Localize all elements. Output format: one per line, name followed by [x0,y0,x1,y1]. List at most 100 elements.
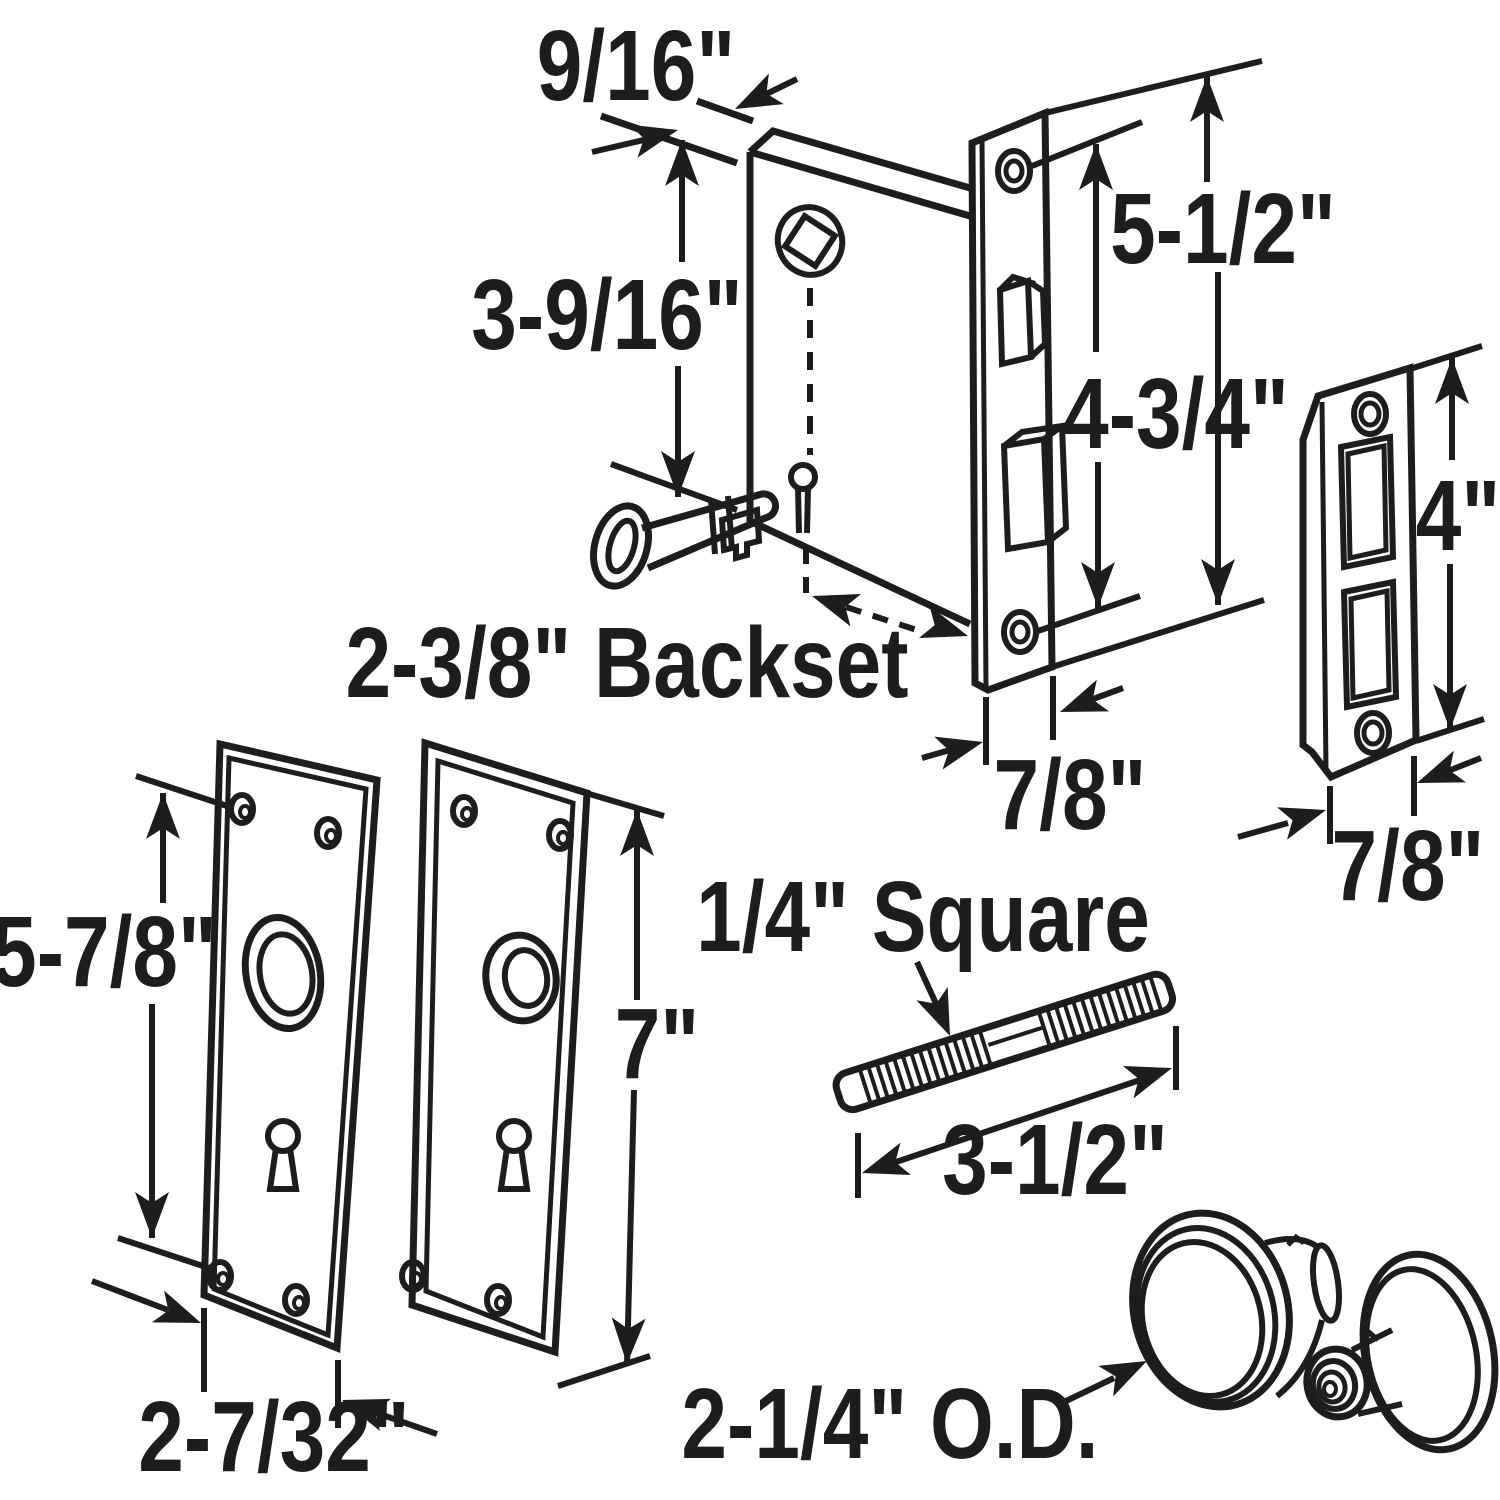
arrowhead [1277,807,1326,840]
arrowhead [629,124,678,158]
label-plate-height-right: 7" [614,988,700,1100]
label-knob-diameter: 2-1/4" O.D. [681,1368,1099,1480]
faceplate-outline [968,107,1056,694]
knob-back-stem-top [1350,1327,1394,1353]
spindle-threads-left [858,1032,993,1103]
dim-578-lines [117,773,231,1272]
strike-edge [1319,401,1329,771]
spindle-flat-edge [987,1025,1043,1047]
plate-right-screw-3-inner [409,1271,423,1287]
strike-cutout-lower-inner [1348,587,1392,702]
faceplate-edge [979,138,989,688]
door-knob-front [1129,1209,1343,1411]
arrowhead [1433,684,1467,730]
plate-right-bevel [423,757,576,1341]
strike-outline [1299,363,1420,782]
label-plate-width: 2-7/32" [138,1381,410,1493]
case-top-edge [747,127,971,220]
label-strike-height: 4" [1415,460,1500,572]
knob-shank-bottom [1275,1319,1325,1399]
knob-back-stem-ring-1 [1309,1358,1359,1412]
strike-screw-hole-bottom-inner [1361,719,1385,747]
arrowhead [1190,76,1224,122]
pointer-od-shaft [1064,1375,1116,1404]
plate-right-screw-1-inner [460,806,474,822]
plate-right-screw-4 [484,1283,512,1317]
faceplate [968,107,1074,694]
label-faceplate-width: 7/8" [993,739,1147,851]
label-spindle-length: 3-1/2" [942,1104,1168,1216]
plate-right-screw-2 [546,818,574,852]
escutcheon-plate-left [200,739,381,1354]
mortise-lock-case [746,127,972,628]
arrowhead [1417,750,1467,783]
dim-4-lines [1409,343,1485,744]
label-strike-width: 7/8" [1331,810,1485,922]
label-spindle-square: 1/4" Square [696,861,1150,973]
faceplate-screw-hole-bottom-inner [1009,619,1031,645]
plate-left-bevel [211,754,369,1339]
knob-face-rim-1 [1133,1225,1279,1405]
plate-right-screw-1 [450,794,478,828]
label-case-thickness: 9/16" [536,10,736,122]
knob-back-set-screw [1360,1329,1380,1343]
knob-set-screw [1286,1233,1306,1247]
arrowhead [934,736,983,770]
strike-cutout-upper-inner [1345,442,1389,562]
knob-back-stem-cap [1303,1345,1371,1421]
arrowhead [135,1192,169,1238]
arrowhead [151,1290,201,1323]
dim-512-lines [1044,58,1265,670]
dim-78strike-lines [1237,755,1483,844]
plate-left-screw-2-inner [324,828,338,844]
key-bow [590,502,652,590]
case-keyhole [788,462,818,492]
knob-face-rim-2 [1138,1238,1266,1400]
spindle-threads-right [1037,977,1163,1046]
knob-back-stem-ring-2 [1316,1369,1348,1405]
arrowhead [146,793,180,839]
arrowhead [1122,1066,1172,1099]
dead-bolt [1000,421,1074,553]
escutcheon-plate-right [399,738,591,1357]
arrowhead [620,810,654,856]
arrowhead [665,140,699,186]
dim-78fp-lines [921,676,1125,765]
arrowhead [1098,1361,1147,1397]
dimension-lines [90,58,1485,1437]
label-backset: 2-3/8" Backset [345,607,909,719]
plate-left-keyhole [265,1118,301,1154]
arrowhead [1081,562,1115,608]
faceplate-screw-hole-top [995,148,1033,194]
arrowhead [661,451,695,497]
knob-back-stem-bottom [1357,1401,1403,1417]
plate-left-screw-3-inner [216,1271,230,1287]
door-knob-back [1303,1250,1499,1454]
plate-left-screw-2 [314,816,342,850]
knob-back-rim [1363,1266,1481,1444]
arrowhead [862,1142,912,1175]
pointer-square-shaft [914,960,941,1010]
plate-left-knob-ring [241,913,325,1033]
faceplate-screw-hole-bottom [1001,609,1039,655]
knob-stem-end [1309,1242,1343,1324]
arrowhead [1435,358,1469,404]
strike-screw-hole-top-inner [1358,400,1382,428]
label-screw-spacing: 4-3/4" [1063,358,1289,470]
strike-plate [1299,363,1420,782]
plate-left-screw-1-inner [238,804,252,820]
plate-left-screw-1 [228,792,256,826]
dim-7-lines [557,790,665,1389]
dim-312-lines [855,1026,1179,1198]
label-plate-height-left: 5-7/8" [0,896,217,1008]
strike-screw-hole-top [1351,391,1389,437]
latch-bolt [996,273,1049,368]
plate-right-screw-3 [399,1259,427,1293]
plate-right-screw-4-inner [494,1295,508,1311]
key-shaft [641,490,779,572]
spindle-rod [832,970,1177,1114]
dim-916-ticks [599,97,755,167]
strike-cutout-lower [1340,578,1400,711]
